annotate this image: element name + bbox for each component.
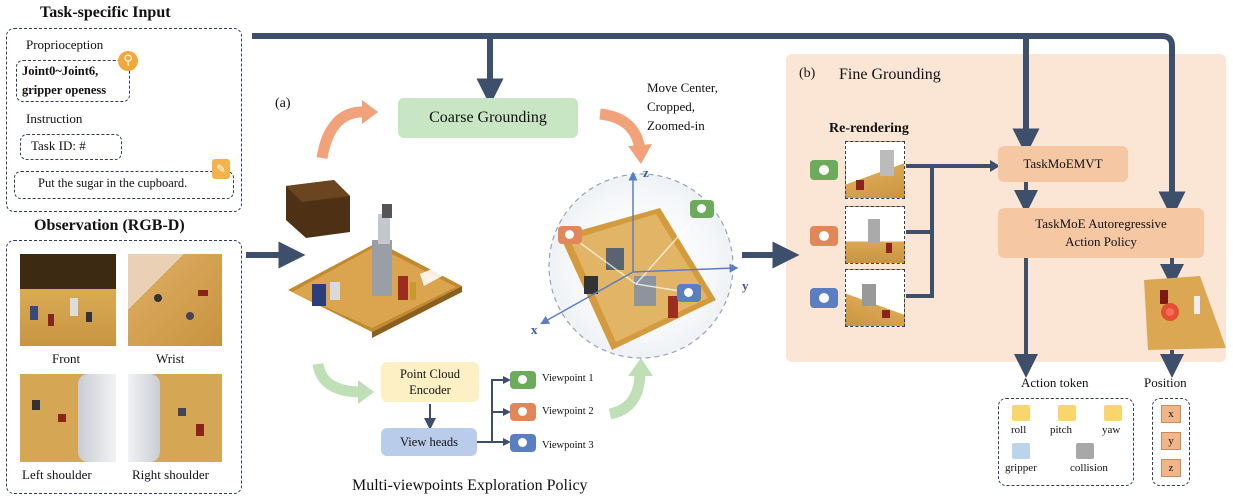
roll-token (1012, 405, 1030, 421)
left-shoulder-view-image (20, 374, 116, 462)
top-bus-line (252, 33, 1186, 219)
orange-arrow-up (316, 106, 367, 160)
camera-icon-rerender-green (810, 160, 838, 180)
camera-icon-rerender-blue (810, 288, 838, 308)
proprioception-box (16, 60, 130, 102)
task-input-title: Task-specific Input (40, 4, 171, 21)
orange-arrow-down (599, 108, 646, 152)
rerender-view-1 (845, 141, 905, 199)
yaw-label: yaw (1102, 424, 1121, 436)
rerender-view-3 (845, 269, 905, 327)
task-id-box (20, 134, 122, 160)
viewpoint-2-label: Viewpoint 2 (542, 406, 594, 417)
green-arrow-up (608, 371, 646, 420)
pitch-label: pitch (1050, 424, 1072, 436)
policy-line-2: Action Policy (1065, 234, 1137, 249)
front-label: Front (52, 351, 81, 366)
position-box (1152, 398, 1190, 486)
observation-box (6, 240, 242, 494)
panel-a-caption: Multi-viewpoints Exploration Policy (352, 477, 588, 494)
task-id-text: Task ID: # (31, 138, 86, 153)
gripper-label: gripper (1005, 462, 1037, 474)
robot-arm-icon: ⚲ (118, 51, 138, 71)
rerender-view-2 (845, 206, 905, 264)
proprioception-label: Proprioception (26, 37, 104, 52)
axis-x (540, 271, 634, 325)
camera-icon-viewpoint-3 (510, 434, 536, 452)
camera-icon-sphere-green (690, 200, 714, 218)
rerendering-label: Re-rendering (829, 121, 909, 136)
taskmoemvt-label: TaskMoEMVT (1023, 156, 1103, 171)
joints-line-2: gripper openess (22, 83, 107, 97)
front-view-image (20, 254, 116, 346)
camera-icon-sphere-orange (558, 226, 582, 244)
action-token-box (998, 398, 1134, 486)
action-token-title: Action token (1021, 375, 1089, 390)
camera-icon-sphere-blue (677, 284, 701, 302)
camera-icon-rerender-orange (810, 226, 838, 246)
view-heads-node: View heads (381, 428, 477, 456)
move-center-line-2: Cropped, (647, 99, 696, 114)
collision-label: collision (1070, 462, 1108, 474)
wrist-view-image (128, 254, 222, 346)
instruction-text-box (14, 171, 234, 199)
left-shoulder-label: Left shoulder (22, 467, 92, 482)
fine-grounding-title: Fine Grounding (839, 66, 941, 83)
pitch-token (1058, 405, 1076, 421)
axis-y-label: y (742, 278, 749, 293)
collision-token (1076, 443, 1094, 459)
coarse-grounding-node: Coarse Grounding (398, 98, 578, 138)
move-center-line-3: Zoomed-in (647, 118, 705, 133)
policy-line-1: TaskMoE Autoregressive (1035, 216, 1167, 231)
predicted-position-render (1144, 276, 1226, 350)
roll-label: roll (1011, 424, 1027, 436)
observation-title: Observation (RGB-D) (34, 217, 185, 234)
right-shoulder-view-image (128, 374, 222, 462)
position-title: Position (1144, 375, 1187, 390)
point-cloud-scene (286, 180, 462, 338)
move-center-line-1: Move Center, (647, 80, 718, 95)
position-x: x (1161, 405, 1181, 423)
axis-z-label: z (643, 165, 649, 180)
gripper-token (1012, 443, 1030, 459)
viewpoint-3-label: Viewpoint 3 (542, 440, 594, 451)
joints-line-1: Joint0~Joint6, (22, 64, 99, 78)
encoder-line-2: Encoder (409, 383, 451, 397)
viewpoint-1-label: Viewpoint 1 (542, 373, 594, 384)
instruction-note-icon: ✎ (212, 159, 230, 179)
viewheads-to-viewpoints (476, 379, 506, 443)
panel-b-tag: (b) (799, 66, 816, 81)
view-heads-label: View heads (400, 434, 458, 449)
zoomed-sphere (540, 171, 739, 359)
axis-x-label: x (531, 322, 538, 337)
yaw-token (1104, 405, 1122, 421)
camera-icon-viewpoint-1 (510, 371, 536, 389)
position-z: z (1161, 459, 1181, 477)
green-arrow-down (312, 362, 363, 398)
camera-icon-viewpoint-2 (510, 403, 536, 421)
instruction-label: Instruction (26, 111, 83, 126)
position-y: y (1161, 432, 1181, 450)
wrist-label: Wrist (156, 351, 185, 366)
right-shoulder-label: Right shoulder (132, 467, 209, 482)
point-cloud-encoder-node: Point Cloud Encoder (381, 362, 479, 402)
instruction-text: Put the sugar in the cupboard. (38, 176, 188, 190)
encoder-line-1: Point Cloud (399, 367, 461, 381)
coarse-grounding-label: Coarse Grounding (429, 109, 547, 126)
task-input-box (6, 28, 242, 212)
taskmoemvt-node: TaskMoEMVT (998, 146, 1128, 182)
axis-y (632, 263, 739, 273)
rerender-to-mvt (906, 164, 992, 298)
action-policy-node: TaskMoE Autoregressive Action Policy (998, 208, 1204, 258)
panel-a-tag: (a) (275, 96, 291, 111)
